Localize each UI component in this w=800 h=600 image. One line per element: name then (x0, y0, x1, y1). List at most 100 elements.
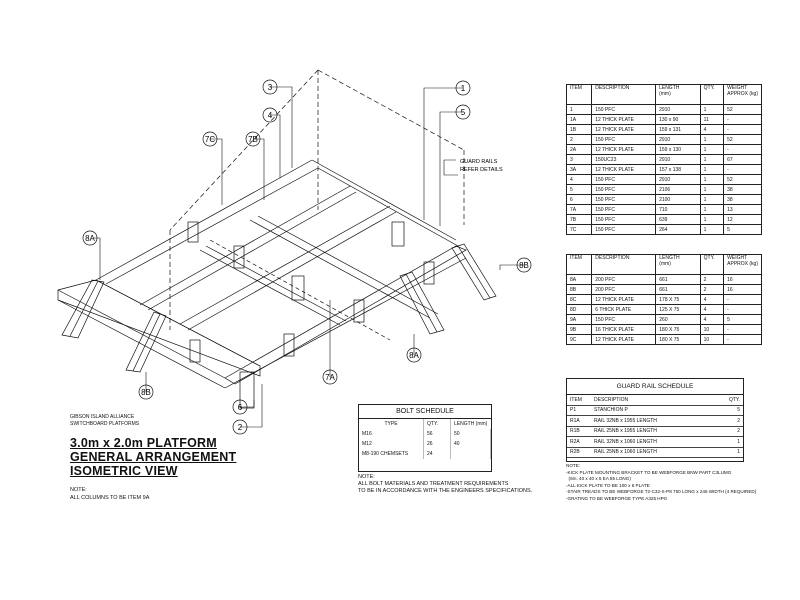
bolt-row-cell (450, 449, 491, 459)
schedule-1-row-cell: - (723, 114, 762, 125)
schedule-2-row-cell: - (723, 334, 762, 345)
gr-header-item: ITEM (567, 395, 591, 406)
weight-label: WEIGHT (727, 255, 748, 262)
schedule-2-row-cell: 200 PFC (591, 284, 657, 295)
bolt-row-cell: 24 (423, 449, 451, 459)
schedule-1-row-cell: 3A (565, 164, 593, 175)
weight-unit: APPROX (kg) (727, 261, 758, 267)
columns (187, 221, 435, 409)
callout-2: 2 (238, 423, 243, 432)
schedule-1-row-cell: 12 (723, 214, 762, 225)
schedule-1-row-cell: 710 (655, 204, 701, 215)
schedule-2-row-cell: 16 (723, 284, 762, 295)
guard-rail-row-cell: RAIL 25NB x 1060 LENGTH (591, 447, 715, 458)
schedule-1-row-cell: 150 PFC (591, 104, 657, 115)
schedule-1-row-cell: 3 (565, 154, 593, 165)
header-length: LENGTH(mm) (655, 254, 701, 275)
callout-8b-bottom: 8B (141, 388, 151, 397)
bolt-row-cell: M12 (359, 439, 424, 449)
schedule-1-row-cell: 7B (565, 214, 593, 225)
org-line-2: SWITCHBOARD PLATFORMS (70, 421, 140, 427)
schedule-1-row-cell: 2910 (655, 174, 701, 185)
length-unit: (mm) (659, 91, 671, 97)
schedule-2-row-cell: 2 (699, 274, 725, 285)
bolt-row-cell: 56 (423, 429, 451, 439)
leader-lines (94, 86, 524, 428)
gr-note-0: -KICK PLATE MOUNTING BRACKET TO BE WEBFO… (566, 469, 732, 475)
schedule-1-row-cell: 639 (655, 214, 701, 225)
bolt-row-cell: 50 (450, 429, 491, 439)
schedule-1-row-cell: 2 (565, 134, 593, 145)
gr-header-description: DESCRIPTION (591, 395, 715, 406)
callout-6: 6 (238, 403, 243, 412)
schedule-1-row-cell: 1 (699, 144, 725, 155)
guard-rail-note-line1: GUARD RAILS (460, 159, 498, 165)
schedule-2-row-cell: 200 PFC (591, 274, 657, 285)
schedule-1-row-cell: 1 (699, 204, 725, 215)
bolt-note-line-1: ALL BOLT MATERIALS AND TREATMENT REQUIRE… (358, 481, 509, 487)
schedule-1-row-cell: 5 (723, 224, 762, 235)
schedule-1-row-cell: 159 x 130 (655, 144, 701, 155)
schedule-1-row-cell: 52 (723, 134, 762, 145)
schedule-1-row-cell: 130 x 90 (655, 114, 701, 125)
schedule-1-row-cell: 38 (723, 194, 762, 205)
schedule-2-row-cell: 150 PFC (591, 314, 657, 325)
schedule-1-row-cell: 1 (699, 224, 725, 235)
schedule-1-row-cell: 150 PFC (591, 194, 657, 205)
schedule-1-row-cell: - (723, 164, 762, 175)
schedule-1-row-cell: 52 (723, 104, 762, 115)
callout-7b: 7B (248, 135, 258, 144)
bolt-row-cell: M8-190 CHEMSETS (359, 449, 424, 459)
guard-rail-schedule: GUARD RAIL SCHEDULE ITEM DESCRIPTION QTY… (566, 378, 744, 462)
bolt-schedule-header: TYPE QTY. LENGTH (mm) (359, 419, 491, 429)
schedule-1-row-cell: 38 (723, 184, 762, 195)
schedule-1-row-cell: 1 (699, 134, 725, 145)
schedule-1-row-cell: 1 (699, 154, 725, 165)
guard-rail-row-cell: STANCHION P (591, 405, 715, 416)
guard-rail-row-cell: 1 (715, 436, 743, 448)
callout-3: 3 (268, 83, 273, 92)
callout-1: 1 (461, 84, 466, 93)
schedule-1-row-cell: 150 PFC (591, 214, 657, 225)
schedule-1-row-cell: 7C (565, 224, 593, 235)
gr-note-label: NOTE: (566, 463, 581, 468)
schedule-1-row-cell: 150 PFC (591, 224, 657, 235)
guard-rail-outline (169, 69, 465, 330)
guard-rail-row-cell: RAIL 25NB x 1955 LENGTH (591, 426, 715, 437)
schedule-1-row-cell: 150 PFC (591, 184, 657, 195)
callout-8b-right: 8B (519, 261, 529, 270)
gr-header-qty: QTY. (715, 395, 743, 406)
title-note-label: NOTE: (70, 487, 87, 493)
schedule-1-row-cell: 5 (565, 184, 593, 195)
schedule-1-row-cell: 150 PFC (591, 134, 657, 145)
guard-rail-row-cell: R2B (567, 447, 591, 458)
schedule-1-row-cell: 2910 (655, 154, 701, 165)
schedule-1-row-cell: - (723, 144, 762, 155)
schedule-1-row-cell: 7A (565, 204, 593, 215)
guard-rail-header: ITEM DESCRIPTION QTY. (567, 395, 743, 406)
organisation-label: GIBSON ISLAND ALLIANCE SWITCHBOARD PLATF… (70, 414, 139, 428)
schedule-1-row-cell: 150 PFC (591, 204, 657, 215)
schedule-2-row-cell: 10 (699, 324, 725, 335)
schedule-2-row-cell: - (723, 304, 762, 315)
gr-note-1: (6m. 40 x 40 x 6 EA 85 LONG) (566, 476, 631, 481)
drawing-title: 3.0m x 2.0m PLATFORM GENERAL ARRANGEMENT… (70, 436, 236, 478)
schedule-2-row-cell: 4 (699, 304, 725, 315)
schedule-1-row-cell: 2106 (655, 184, 701, 195)
